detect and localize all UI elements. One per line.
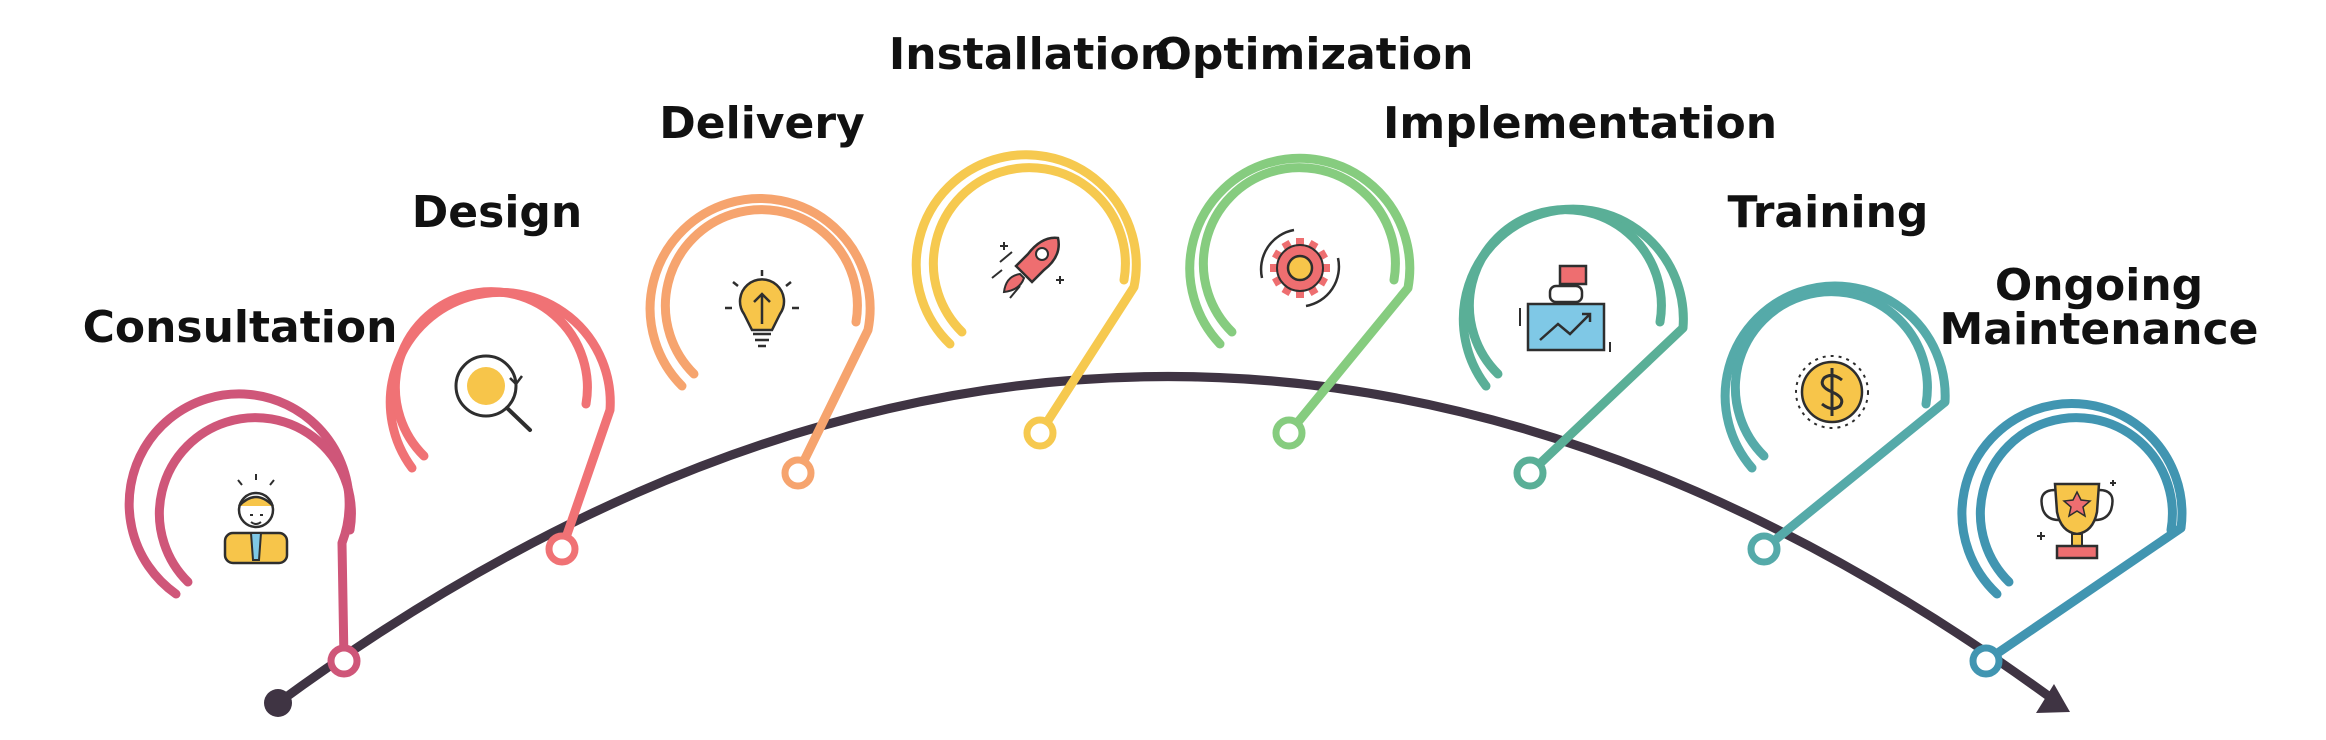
step-label-line: Design [412,187,582,238]
step-inner-ring [390,287,592,461]
lightbulb-upload-icon [725,270,799,348]
magnifier-search-icon [454,354,532,432]
step-label-line: Optimization [1155,29,1474,80]
step-label: Consultation [83,302,398,353]
step-inner-ring [1975,413,2177,587]
step-inner-ring [1198,163,1400,337]
step-outer-ring [1185,153,1415,438]
step-outer-ring [1957,399,2187,666]
step-3: Delivery [645,98,875,490]
step-outer-ring [645,194,875,478]
timeline-arrowhead [2036,684,2070,713]
step-connector-dot [1747,532,1781,566]
step-label: Implementation [1383,98,1777,149]
step-4: Installation [889,29,1171,450]
rocket-launch-icon [991,236,1064,299]
step-connector-dot [1023,416,1057,450]
step-label-line: Implementation [1383,98,1777,149]
step-label-line: Installation [889,29,1171,80]
step-label: Optimization [1155,29,1474,80]
step-inner-ring [928,163,1130,337]
step-2: Design [385,187,615,566]
step-7: Training [1720,187,1950,566]
step-outer-ring [385,287,615,554]
step-label-line: Ongoing [1995,260,2203,311]
step-inner-ring [154,413,356,587]
step-inner-ring [1464,205,1666,379]
step-outer-ring [1720,281,1950,554]
step-label-line: Delivery [659,98,864,149]
step-connector-dot [327,644,361,678]
step-label: Installation [889,29,1171,80]
step-inner-ring [660,205,862,379]
step-connector-dot [1272,416,1306,450]
timeline-start-dot [264,689,292,717]
step-inner-ring [1730,287,1932,461]
step-connector-dot [1513,456,1547,490]
step-label-line: Training [1728,187,1929,238]
step-6: Implementation [1383,98,1777,490]
gear-cycle-icon [1259,228,1341,308]
step-label-line: Consultation [83,302,398,353]
trophy-icon [2037,480,2116,560]
step-label: Delivery [659,98,864,149]
step-connector-dot [545,532,579,566]
step-1: Consultation [83,302,398,678]
step-outer-ring [911,150,1141,438]
step-label: Design [412,187,582,238]
dollar-coin-icon [1795,355,1869,429]
timeline-arc [273,372,2063,708]
step-5: Optimization [1155,29,1474,450]
consultant-person-icon [223,474,289,565]
step-label-line: Maintenance [1939,304,2258,355]
step-label: Training [1728,187,1929,238]
step-connector-dot [781,456,815,490]
growth-board-icon [1519,264,1611,352]
step-connector-dot [1969,644,2003,678]
